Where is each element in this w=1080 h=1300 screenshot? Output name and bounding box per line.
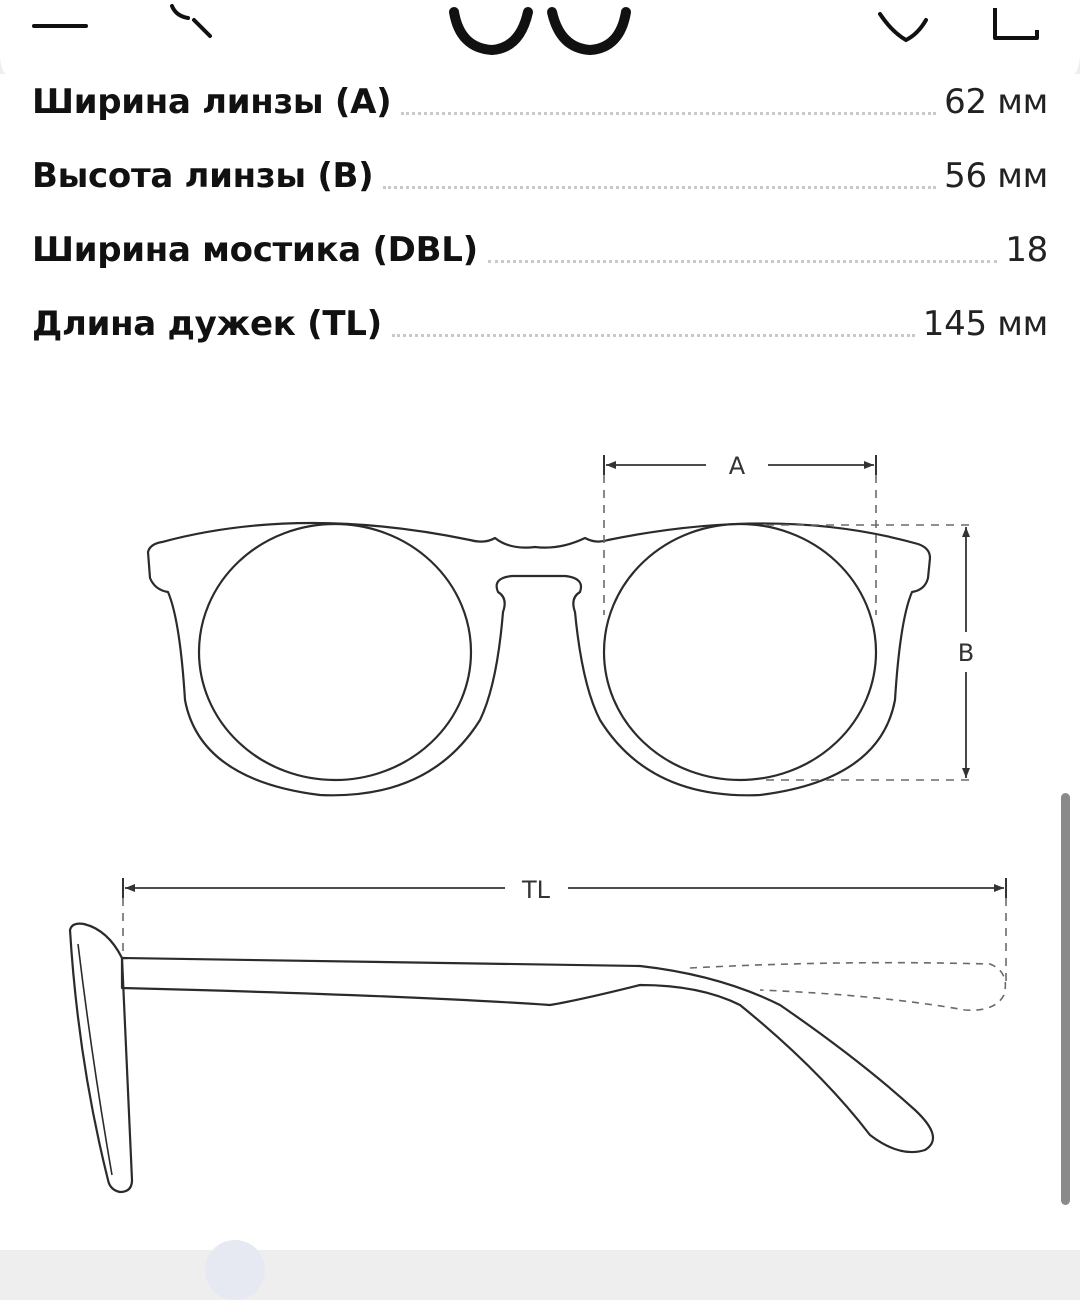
spec-dotted-leader [401,112,937,115]
bottom-strip [0,1250,1080,1280]
spec-row-bridge-width: Ширина мостика (DBL) 18 [32,220,1048,270]
next-section-bubble [205,1240,265,1300]
spec-dotted-leader [487,260,998,263]
spec-label: Ширина мостика (DBL) [32,230,478,270]
logo-glasses-icon[interactable] [440,0,640,60]
left-lens [197,522,473,782]
spec-value: 145 мм [922,304,1049,344]
dimension-a-label: A [729,452,746,480]
page-scrollbar[interactable] [1061,793,1070,1205]
spec-dotted-leader [391,334,915,337]
product-size-card [0,74,1080,1250]
side-lens-profile [68,922,134,1194]
favorites-icon[interactable] [872,0,932,50]
glasses-front-view [146,521,932,797]
spec-value: 62 мм [944,82,1048,122]
spec-value: 56 мм [944,156,1048,196]
spec-label: Высота линзы (B) [32,156,374,196]
top-header [0,0,1080,90]
menu-icon[interactable] [30,0,90,40]
dimension-tl-label: TL [521,876,551,904]
spec-row-lens-height: Высота линзы (B) 56 мм [32,146,1048,196]
dimension-b-lens-height: B [766,524,976,781]
spec-label: Длина дужек (TL) [32,304,382,344]
glasses-side-view [68,922,1007,1194]
spec-label: Ширина линзы (A) [32,82,392,122]
spec-dotted-leader [383,186,937,189]
front-frame-outline [146,521,932,797]
cart-icon[interactable] [985,0,1045,50]
spec-value: 18 [1005,230,1048,270]
side-lens-inner [77,943,113,1176]
dimension-b-label: B [958,639,974,667]
search-icon[interactable] [160,0,220,44]
spec-row-lens-width: Ширина линзы (A) 62 мм [32,72,1048,122]
dimension-tl-temple-length: TL [122,876,1007,985]
dimension-a-lens-width: A [603,452,877,615]
right-lens [602,522,878,782]
temple-arm [120,956,935,1154]
spec-row-temple-length: Длина дужек (TL) 145 мм [32,294,1048,344]
